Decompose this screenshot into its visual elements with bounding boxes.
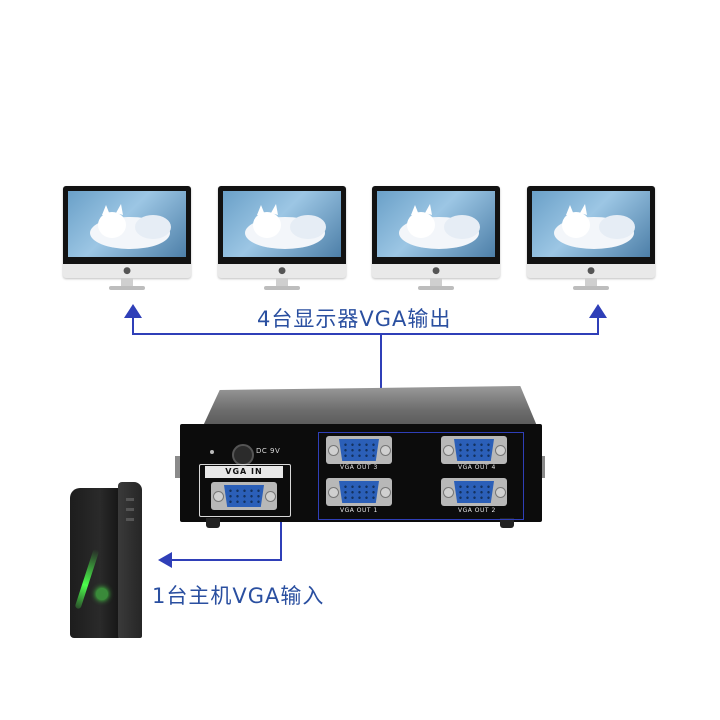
vga-out-panel bbox=[318, 432, 524, 520]
vga-out-1-label: VGA OUT 1 bbox=[340, 507, 378, 514]
monitor-1: ● bbox=[63, 186, 191, 294]
apple-logo-icon: ● bbox=[278, 266, 286, 276]
vga-out-2-label: VGA OUT 2 bbox=[458, 507, 496, 514]
vga-in-port[interactable] bbox=[211, 482, 277, 510]
monitor-screen bbox=[68, 191, 186, 257]
splitter-top-cover bbox=[203, 386, 537, 426]
splitter-foot bbox=[206, 518, 220, 528]
monitor-4: ● bbox=[527, 186, 655, 294]
arrow-head-icon bbox=[124, 304, 142, 318]
input-label: 1台主机VGA输入 bbox=[152, 584, 325, 608]
mount-ear-left bbox=[175, 456, 181, 478]
computer-tower bbox=[70, 478, 142, 638]
output-label: 4台显示器VGA输出 bbox=[257, 307, 452, 331]
dc-label: DC 9V bbox=[256, 447, 281, 455]
dc-power-jack[interactable] bbox=[232, 444, 254, 466]
monitor-screen bbox=[532, 191, 650, 257]
vga-in-label: VGA IN bbox=[205, 466, 283, 478]
apple-logo-icon: ● bbox=[432, 266, 440, 276]
vga-out-port-3[interactable] bbox=[326, 436, 392, 464]
apple-logo-icon: ● bbox=[123, 266, 131, 276]
vga-out-4-label: VGA OUT 4 bbox=[458, 464, 496, 471]
vga-in-plate bbox=[199, 464, 291, 517]
monitor-3: ● bbox=[372, 186, 500, 294]
monitor-screen bbox=[377, 191, 495, 257]
monitor-screen bbox=[223, 191, 341, 257]
input-line bbox=[168, 515, 282, 561]
arrow-head-icon bbox=[589, 304, 607, 318]
splitter-foot bbox=[500, 518, 514, 528]
mount-ear-right bbox=[539, 456, 545, 478]
arrow-head-icon bbox=[158, 552, 172, 568]
apple-logo-icon: ● bbox=[587, 266, 595, 276]
vga-out-port-1[interactable] bbox=[326, 478, 392, 506]
vga-out-port-2[interactable] bbox=[441, 478, 507, 506]
panel-screw bbox=[210, 450, 214, 454]
monitor-2: ● bbox=[218, 186, 346, 294]
vga-out-port-4[interactable] bbox=[441, 436, 507, 464]
tower-logo-icon bbox=[96, 588, 108, 600]
vga-out-3-label: VGA OUT 3 bbox=[340, 464, 378, 471]
